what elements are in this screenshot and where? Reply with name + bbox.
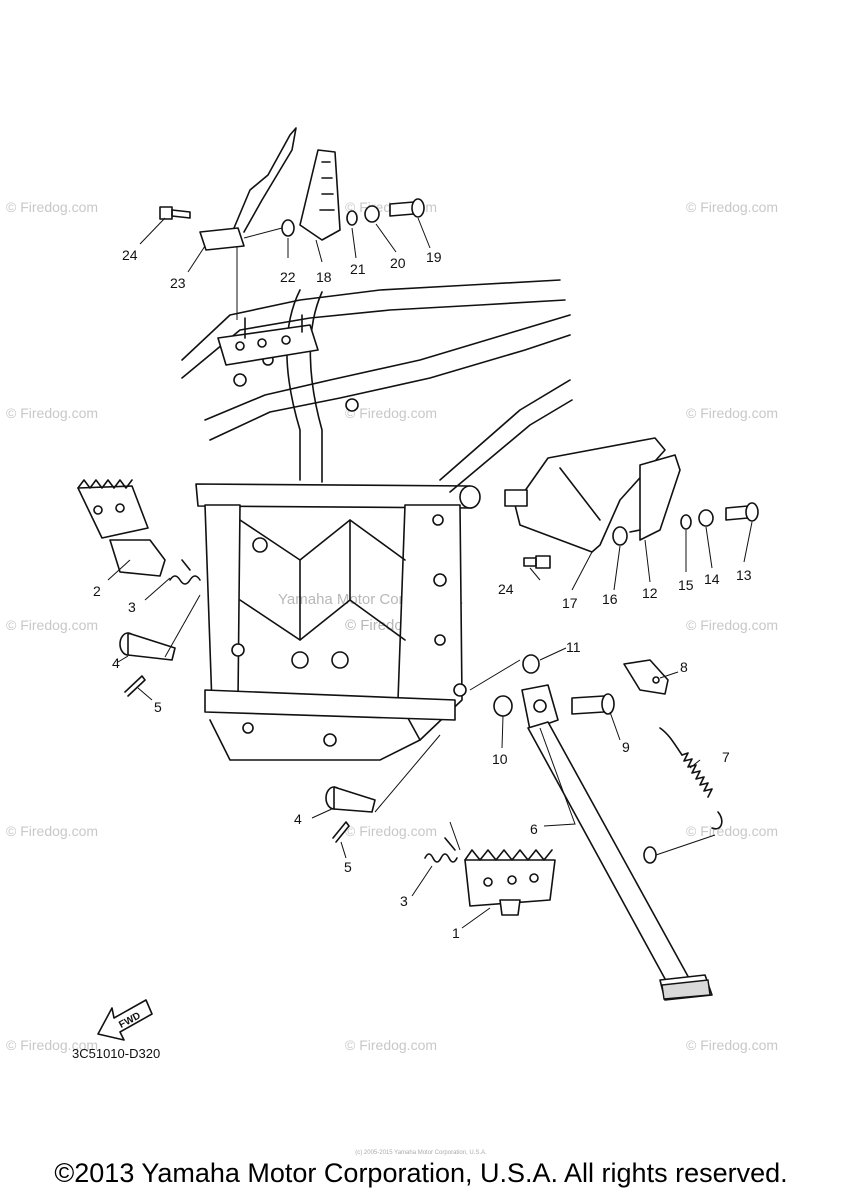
- callout-12: 12: [642, 585, 658, 601]
- callout-5: 5: [344, 859, 352, 875]
- watermark: © Firedog.com: [345, 405, 437, 421]
- callout-24: 24: [122, 247, 138, 263]
- callouts: 1 2 3 3 4 4 5 5 6 7 8 9 10 11 12 13 14 1…: [93, 247, 752, 941]
- callout-4: 4: [294, 811, 302, 827]
- callout-3: 3: [400, 893, 408, 909]
- callout-21: 21: [350, 261, 366, 277]
- watermark: © Firedog.com: [6, 617, 98, 633]
- callout-23: 23: [170, 275, 186, 291]
- callout-22: 22: [280, 269, 296, 285]
- watermark: © Firedog.com: [686, 1037, 778, 1053]
- callout-5: 5: [154, 699, 162, 715]
- callout-24: 24: [498, 581, 514, 597]
- callout-17: 17: [562, 595, 578, 611]
- callout-18: 18: [316, 269, 332, 285]
- small-copyright-note: (c) 2005-2015 Yamaha Motor Corporation, …: [355, 1150, 487, 1156]
- callout-4: 4: [112, 655, 120, 671]
- callout-14: 14: [704, 571, 720, 587]
- leader-lines: [107, 217, 753, 929]
- callout-19: 19: [426, 249, 442, 265]
- callout-7: 7: [722, 749, 730, 765]
- watermark: © Firedog.com: [686, 405, 778, 421]
- sidestand-group: [493, 654, 723, 1001]
- copyright-footer: ©2013 Yamaha Motor Corporation, U.S.A. A…: [54, 1158, 788, 1188]
- rear-footrest-left-group: [159, 127, 425, 320]
- frame: [181, 279, 573, 761]
- watermark: © Firedog.com: [686, 617, 778, 633]
- callout-20: 20: [390, 255, 406, 271]
- watermark: © Firedog.com: [6, 1037, 98, 1053]
- callout-8: 8: [680, 659, 688, 675]
- callout-13: 13: [736, 567, 752, 583]
- callout-10: 10: [492, 751, 508, 767]
- callout-11: 11: [566, 639, 581, 655]
- watermarks: © Firedog.com © Firedog.com © Firedog.co…: [6, 199, 778, 1053]
- watermark: © Firedog.com: [686, 823, 778, 839]
- front-footrest-right-group: [325, 786, 556, 916]
- callout-9: 9: [622, 739, 630, 755]
- watermark: © Firedog.com: [345, 823, 437, 839]
- rear-footrest-right-group: [504, 437, 759, 569]
- watermark: © Firedog.com: [345, 1037, 437, 1053]
- callout-1: 1: [452, 925, 460, 941]
- callout-3: 3: [128, 599, 136, 615]
- callout-15: 15: [678, 577, 694, 593]
- fwd-arrow-icon: [97, 999, 153, 1041]
- callout-16: 16: [602, 591, 618, 607]
- watermark: © Firedog.com: [6, 405, 98, 421]
- callout-6: 6: [530, 821, 538, 837]
- callout-2: 2: [93, 583, 101, 599]
- diagram-code: 3C51010-D320: [72, 1046, 160, 1061]
- front-footrest-left-group: [77, 479, 201, 697]
- watermark: © Firedog.com: [6, 199, 98, 215]
- fwd-indicator: FWD: [97, 999, 153, 1041]
- watermark: © Firedog.com: [686, 199, 778, 215]
- watermark: © Firedog.com: [6, 823, 98, 839]
